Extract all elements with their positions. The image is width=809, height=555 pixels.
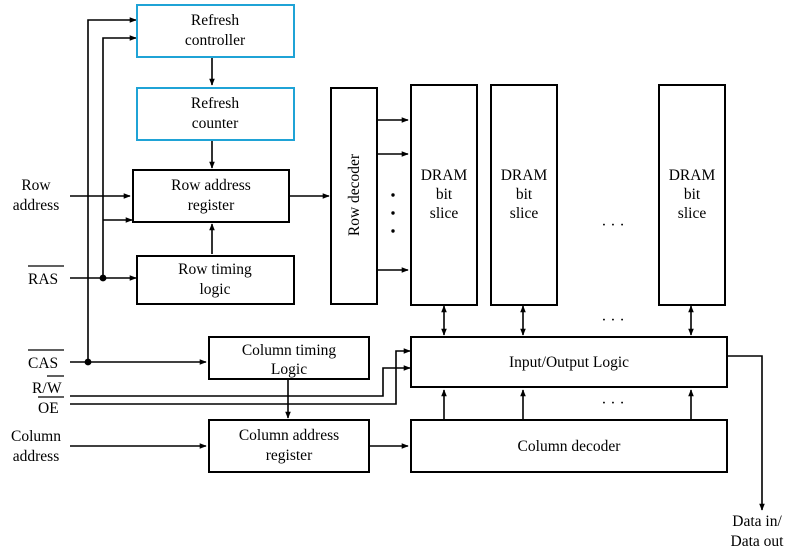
ras-label: RAS — [28, 271, 58, 288]
column-decoder-label: Column decoder — [518, 438, 622, 455]
row-decoder-vertical-ellipsis — [391, 193, 395, 233]
row-timing-logic-block: Row timing logic — [136, 255, 295, 305]
column-address-register-label-1: Column address — [239, 427, 339, 444]
refresh-counter-label-2: counter — [192, 115, 239, 132]
ras-to-refresh-wire — [102, 35, 137, 278]
dram-bit-slice-2-label-1: DRAM — [501, 167, 548, 184]
row-address-label-2: address — [13, 197, 60, 214]
column-decoder-block: Column decoder — [410, 419, 728, 473]
bit-slices-ellipsis: · · · — [601, 217, 624, 234]
oe-label: OE — [38, 400, 59, 417]
column-timing-logic-label-1: Column timing — [242, 342, 337, 359]
refresh-controller-block: Refresh controller — [136, 4, 295, 58]
column-timing-logic-block: Column timing Logic — [208, 336, 370, 380]
column-timing-logic-label-2: Logic — [271, 361, 307, 378]
row-address-register-label-2: register — [188, 197, 235, 214]
refresh-controller-label-2: controller — [185, 32, 246, 49]
cas-to-refresh-wire — [87, 17, 137, 362]
refresh-counter-block: Refresh counter — [136, 87, 295, 141]
dram-bit-slice-1-label-3: slice — [430, 205, 459, 222]
dram-bit-slice-1-label-2: bit — [436, 186, 453, 203]
cas-junction-dot — [84, 358, 92, 366]
row-address-register-label-1: Row address — [171, 177, 251, 194]
row-address-register-block: Row address register — [132, 169, 290, 223]
dram-bit-slice-n: DRAM bit slice — [658, 84, 726, 306]
decoder-io-ellipsis: · · · — [601, 395, 624, 412]
column-address-label-2: address — [13, 448, 60, 465]
dram-bit-slice-1: DRAM bit slice — [410, 84, 478, 306]
io-logic-block: Input/Output Logic — [410, 336, 728, 388]
row-decoder-label: Row decoder — [346, 153, 363, 236]
data-io-label-1: Data in/ — [732, 513, 782, 530]
slice-io-ellipsis: · · · — [601, 312, 624, 329]
dram-bit-slice-n-label-1: DRAM — [669, 167, 716, 184]
wires — [70, 17, 765, 511]
ras-junction-dot — [99, 274, 107, 282]
column-address-label-1: Column — [11, 428, 61, 445]
row-address-label-1: Row — [21, 177, 51, 194]
data-io-label-2: Data out — [731, 533, 785, 550]
cas-label: CAS — [28, 355, 58, 372]
io-logic-label: Input/Output Logic — [509, 354, 629, 371]
row-decoder-block: Row decoder — [330, 87, 395, 305]
data-io-wire — [728, 355, 765, 511]
dram-bit-slice-n-label-3: slice — [678, 205, 707, 222]
dram-bit-slice-2-label-3: slice — [510, 205, 539, 222]
dram-bit-slice-2-label-2: bit — [516, 186, 533, 203]
refresh-controller-label-1: Refresh — [191, 12, 239, 29]
column-address-register-label-2: register — [266, 447, 313, 464]
row-timing-logic-label-1: Row timing — [178, 261, 252, 278]
column-address-register-block: Column address register — [208, 419, 370, 473]
row-timing-logic-label-2: logic — [200, 281, 231, 298]
dram-bit-slice-1-label-1: DRAM — [421, 167, 468, 184]
rw-label-r: R/ — [32, 380, 47, 397]
rw-label-w: W — [47, 380, 62, 397]
dram-bit-slice-2: DRAM bit slice — [490, 84, 558, 306]
oe-wire — [70, 348, 411, 405]
refresh-counter-label-1: Refresh — [191, 95, 239, 112]
dram-bit-slice-n-label-2: bit — [684, 186, 701, 203]
